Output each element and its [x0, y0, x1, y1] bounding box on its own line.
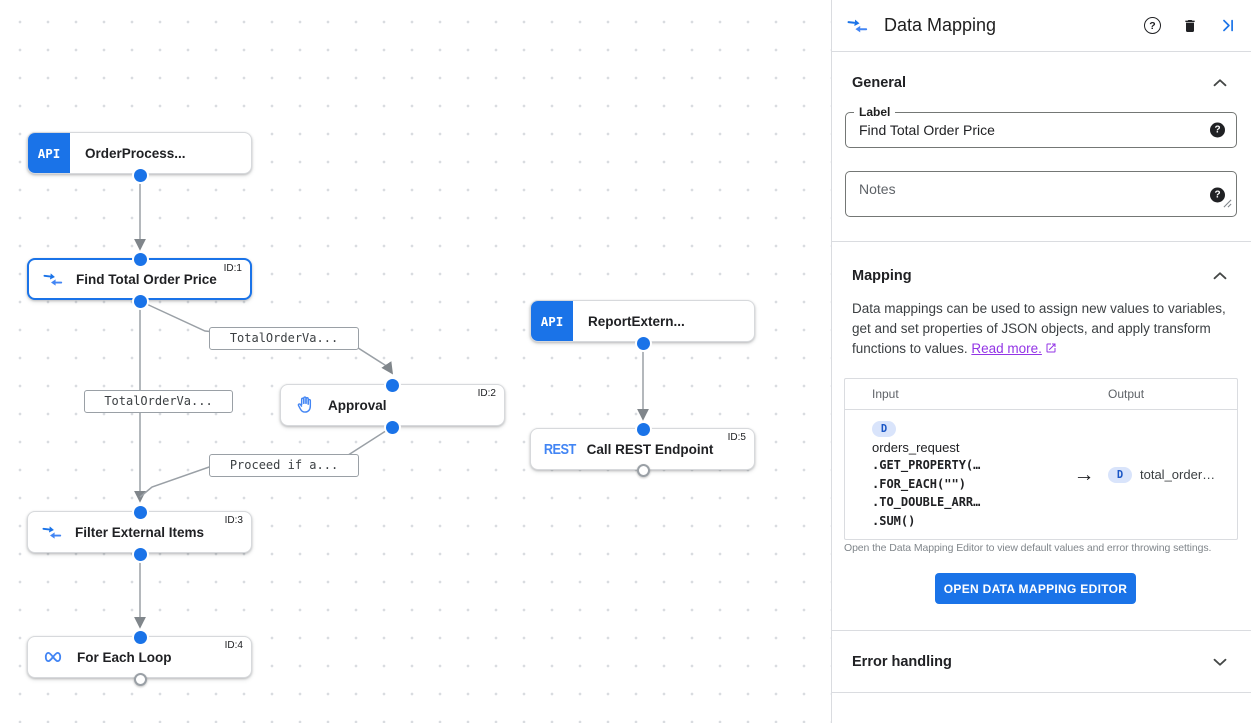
- external-link-icon: [1045, 340, 1057, 360]
- node-id-label: ID:1: [223, 263, 242, 274]
- chevron-down-icon[interactable]: [1209, 651, 1231, 673]
- hand-icon: [295, 395, 315, 415]
- panel-title: Data Mapping: [884, 15, 997, 35]
- label-field-caption: Label: [854, 106, 896, 119]
- chevron-up-icon[interactable]: [1209, 265, 1231, 287]
- arrow-right-icon: →: [1073, 462, 1095, 486]
- rest-badge: REST: [543, 440, 576, 458]
- edge-condition-label[interactable]: TotalOrderVa...: [84, 390, 233, 413]
- section-title: Error handling: [852, 654, 952, 670]
- config-panel: Data Mapping ? Ge: [831, 0, 1251, 723]
- node-title: Call REST Endpoint: [586, 441, 714, 457]
- mapping-table-header: Input Output: [845, 379, 1237, 410]
- input-port[interactable]: [133, 630, 147, 644]
- flow-canvas[interactable]: TotalOrderVa... TotalOrderVa... Proceed …: [0, 0, 831, 723]
- node-title: ReportExtern...: [588, 313, 685, 329]
- section-title: General: [852, 75, 906, 91]
- mapping-description: Data mappings can be used to assign new …: [852, 299, 1236, 360]
- api-trigger-badge: API: [531, 301, 573, 341]
- input-port[interactable]: [636, 422, 650, 436]
- edge-condition-label[interactable]: Proceed if a...: [209, 454, 359, 477]
- node-title: Approval: [328, 397, 387, 413]
- chevron-up-icon[interactable]: [1209, 72, 1231, 94]
- output-port-unconnected[interactable]: [636, 463, 650, 477]
- mapping-input-cell: D orders_request .GET_PROPERTY(… .FOR_EA…: [845, 419, 1060, 530]
- divider: [832, 630, 1251, 631]
- help-filled-icon[interactable]: ?: [1210, 122, 1225, 138]
- output-port[interactable]: [133, 294, 147, 308]
- double-type-badge: D: [872, 421, 896, 437]
- open-data-mapping-editor-button[interactable]: OPEN DATA MAPPING EDITOR: [935, 573, 1136, 604]
- output-port[interactable]: [133, 547, 147, 561]
- node-id-label: ID:5: [727, 432, 746, 443]
- double-type-badge: D: [1108, 466, 1132, 483]
- panel-header: Data Mapping ?: [832, 0, 1251, 52]
- help-icon[interactable]: ?: [1144, 17, 1161, 34]
- node-title: Filter External Items: [75, 524, 205, 540]
- input-port[interactable]: [385, 378, 399, 392]
- output-port-unconnected[interactable]: [133, 672, 147, 686]
- input-variable: orders_request: [872, 440, 960, 455]
- node-report-extern-trigger[interactable]: API ReportExtern...: [530, 300, 755, 342]
- node-for-each-loop[interactable]: For Each Loop ID:4: [27, 636, 252, 678]
- node-id-label: ID:2: [477, 388, 496, 399]
- delete-icon[interactable]: [1182, 17, 1198, 35]
- data-mapping-icon: [847, 18, 868, 34]
- output-column-header: Output: [1108, 387, 1145, 401]
- input-port[interactable]: [133, 505, 147, 519]
- section-title: Mapping: [852, 268, 912, 284]
- read-more-link[interactable]: Read more.: [971, 341, 1042, 356]
- output-port[interactable]: [385, 420, 399, 434]
- collapse-panel-icon[interactable]: [1219, 17, 1236, 34]
- help-filled-icon[interactable]: ?: [1210, 187, 1225, 203]
- node-title: For Each Loop: [77, 649, 172, 665]
- node-order-process-trigger[interactable]: API OrderProcess...: [27, 132, 252, 174]
- output-variable: total_order…: [1140, 467, 1216, 482]
- flow-edges: [134, 175, 649, 629]
- node-id-label: ID:4: [224, 640, 243, 651]
- edge-condition-label[interactable]: TotalOrderVa...: [209, 327, 359, 350]
- input-port[interactable]: [133, 252, 147, 266]
- mapping-table[interactable]: Input Output D orders_request .GET_PROPE…: [844, 378, 1238, 540]
- section-general-header[interactable]: General: [832, 67, 1251, 99]
- data-mapping-icon: [42, 525, 62, 540]
- divider: [832, 241, 1251, 242]
- section-error-handling-header[interactable]: Error handling: [832, 646, 1251, 678]
- node-title: Find Total Order Price: [76, 271, 217, 287]
- output-port[interactable]: [636, 336, 650, 350]
- input-column-header: Input: [872, 387, 899, 401]
- divider: [832, 692, 1251, 693]
- notes-input[interactable]: [846, 172, 1236, 216]
- mapping-caption: Open the Data Mapping Editor to view def…: [844, 542, 1212, 554]
- data-mapping-icon: [43, 272, 63, 287]
- label-field: Label ?: [845, 106, 1237, 148]
- mapping-row[interactable]: D orders_request .GET_PROPERTY(… .FOR_EA…: [845, 410, 1237, 536]
- output-port[interactable]: [133, 168, 147, 182]
- section-mapping-header[interactable]: Mapping: [832, 260, 1251, 292]
- infinity-icon: [42, 649, 64, 665]
- api-trigger-badge: API: [28, 133, 70, 173]
- label-input[interactable]: [846, 113, 1236, 147]
- resize-handle-icon[interactable]: [1223, 195, 1232, 213]
- node-title: OrderProcess...: [85, 145, 186, 161]
- mapping-output-cell: D total_order…: [1108, 466, 1237, 483]
- notes-field: ?: [845, 171, 1237, 217]
- node-id-label: ID:3: [224, 515, 243, 526]
